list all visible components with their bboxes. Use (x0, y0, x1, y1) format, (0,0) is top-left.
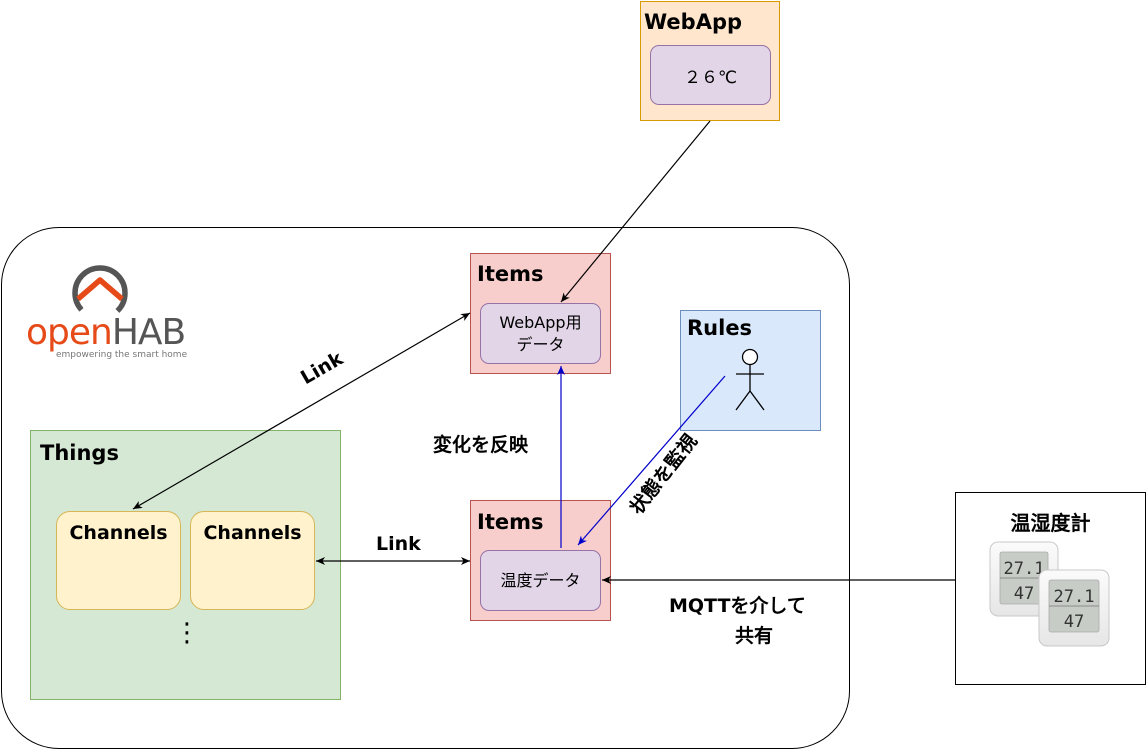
webapp-temperature-text: ２６℃ (683, 67, 738, 88)
thermo-hygrometer-image: 27.1 47 27.1 47 (989, 541, 1110, 647)
openhab-tagline: empowering the smart home (56, 350, 188, 360)
device-1-humidity-reading: 47 (1014, 584, 1034, 604)
link-label-channels-items: Link (376, 533, 421, 555)
webapp-data-item[interactable]: WebApp用 データ (480, 303, 601, 364)
device-2-temp-reading: 27.1 (1054, 587, 1095, 607)
thermo-hygrometer-container[interactable] (955, 492, 1146, 685)
monitor-state-arrow (577, 375, 726, 546)
channel-box-1[interactable]: Channels (56, 511, 181, 610)
items-bottom-title: Items (477, 510, 544, 534)
things-title: Things (40, 441, 119, 465)
channel-box-2[interactable]: Channels (190, 511, 315, 610)
rules-title: Rules (687, 316, 753, 340)
thermo-hygrometer-title: 温湿度計 (1010, 511, 1091, 535)
temperature-data-label: 温度データ (500, 570, 581, 590)
temperature-data-item[interactable]: 温度データ (480, 550, 601, 611)
webapp-data-line2: データ (516, 334, 565, 354)
reflect-change-label: 変化を反映 (433, 434, 529, 456)
mqtt-label-line2: 共有 (735, 625, 774, 647)
webapp-data-line1: WebApp用 (499, 312, 582, 332)
webapp-to-items-arrow (560, 120, 711, 303)
device-1-temp-reading: 27.1 (1004, 559, 1045, 579)
actor-icon (735, 348, 765, 411)
openhab-logo-icon (72, 265, 128, 319)
things-items-link-arrow (132, 312, 471, 510)
mqtt-label-line1: MQTTを介して (669, 595, 806, 617)
webapp-temperature-value[interactable]: ２６℃ (650, 45, 771, 105)
channel-label-1: Channels (69, 522, 168, 544)
webapp-title: WebApp (644, 10, 743, 34)
channel-label-2: Channels (203, 522, 302, 544)
items-top-title: Items (477, 262, 544, 286)
openhab-logo-open: open (26, 312, 113, 353)
device-2-humidity-reading: 47 (1064, 612, 1084, 632)
